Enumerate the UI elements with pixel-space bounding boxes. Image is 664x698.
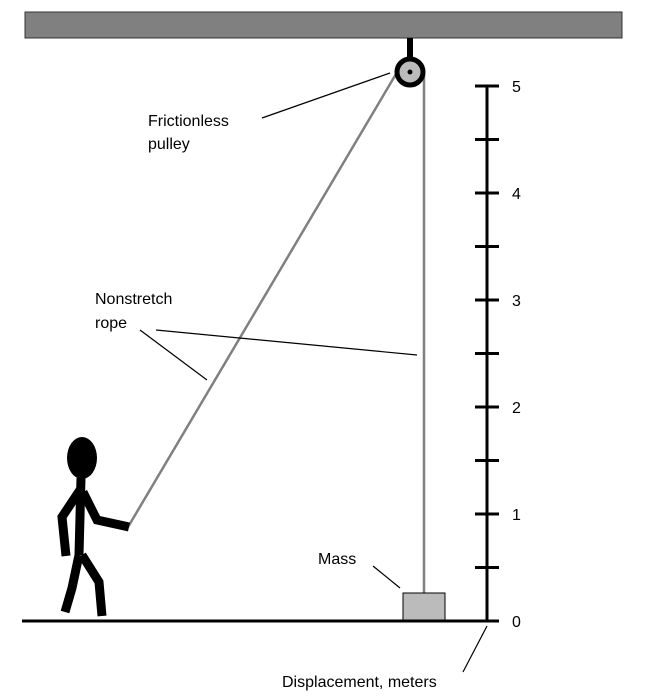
mass-leader: [372, 565, 401, 589]
displacement-scale: 0 1 2 3 4 5: [475, 79, 521, 631]
pulley-axle: [407, 69, 413, 75]
rope-leader-1: [139, 329, 208, 381]
person-right-leg: [78, 552, 107, 617]
person-left-arm: [57, 487, 84, 557]
scale-tick-label: 2: [512, 400, 521, 417]
axis-label: Displacement, meters: [282, 674, 437, 691]
pulley-leader: [261, 72, 391, 119]
rope-to-person: [126, 73, 398, 528]
person-left-leg: [60, 554, 84, 614]
scale-tick-label: 0: [512, 614, 521, 631]
scale-tick-label: 4: [512, 186, 521, 203]
person-figure: [57, 437, 130, 617]
scale-tick-label: 3: [512, 293, 521, 310]
pulley-label-line1: Frictionless: [148, 113, 229, 130]
person-head: [67, 437, 97, 479]
pulley-label-line2: pulley: [148, 136, 190, 153]
rope-label-line2: rope: [95, 315, 127, 332]
rope-leader-2: [155, 329, 418, 356]
person-right-arm: [78, 489, 130, 532]
axis-leader: [462, 625, 488, 673]
scale-tick-label: 1: [512, 507, 521, 524]
mass-block: [402, 592, 446, 621]
mass-label: Mass: [318, 551, 356, 568]
ceiling: [24, 11, 623, 39]
scale-tick-label: 5: [512, 79, 521, 96]
rope-label-line1: Nonstretch: [95, 291, 172, 308]
